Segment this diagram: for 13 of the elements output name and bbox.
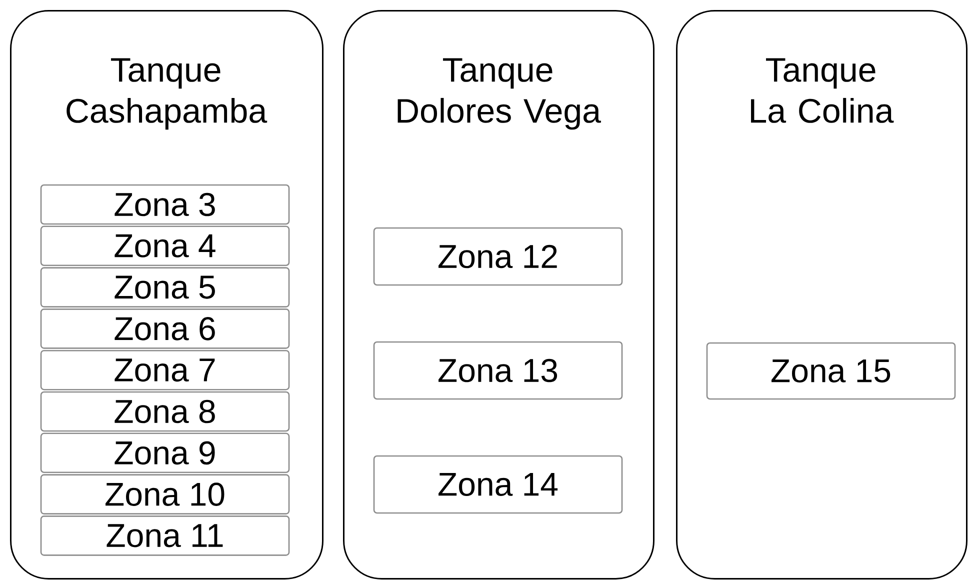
zone-box: Zona 7 (40, 350, 290, 390)
zone-box: Zona 14 (373, 455, 623, 514)
zone-box: Zona 12 (373, 227, 623, 286)
zone-box: Zona 13 (373, 341, 623, 400)
zone-box: Zona 11 (40, 516, 290, 556)
zone-box: Zona 9 (40, 432, 290, 474)
zone-box: Zona 6 (40, 308, 290, 349)
zone-box: Zona 3 (40, 184, 290, 225)
zone-box: Zona 4 (40, 226, 290, 266)
zone-box: Zona 15 (706, 342, 956, 400)
zone-box: Zona 10 (40, 474, 290, 514)
zone-box: Zona 5 (40, 267, 290, 308)
zone-box: Zona 8 (40, 391, 290, 432)
